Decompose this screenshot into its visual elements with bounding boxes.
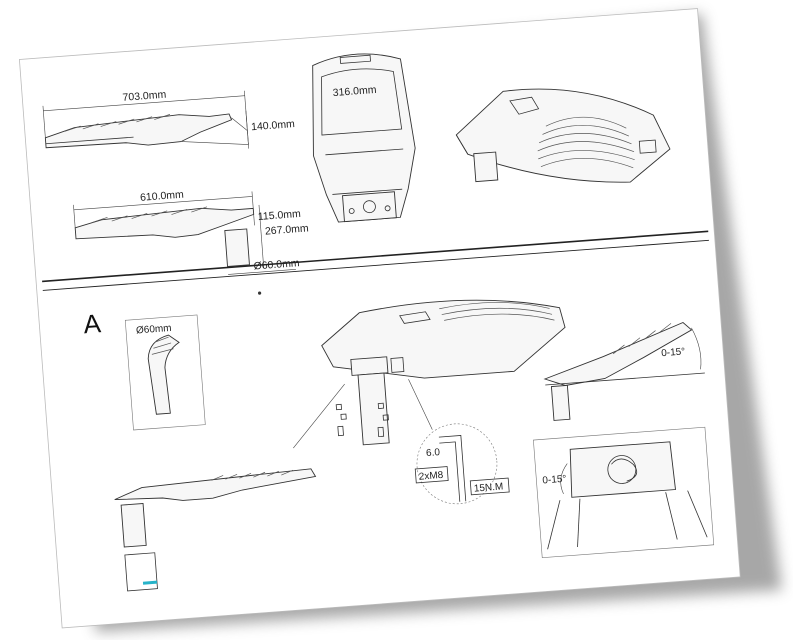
pole-mount-detail: Ø60mm xyxy=(124,314,206,431)
wrench-detail: 6.0 2xM8 15N.M xyxy=(414,423,510,505)
side-view-short: 610.0mm 115.0mm 267.0mm Ø60.0mm xyxy=(73,189,310,275)
long-length-label: 703.0mm xyxy=(122,89,167,104)
divider-line-2 xyxy=(42,239,709,291)
section-label: A xyxy=(82,308,102,339)
accent-marker xyxy=(142,580,158,585)
short-height-label: 115.0mm xyxy=(257,208,301,223)
drawing-sheet: 703.0mm 140.0mm 610.0mm 115.0mm 267.0mm … xyxy=(18,8,741,629)
long-height-label: 140.0mm xyxy=(251,118,296,133)
perspective-view xyxy=(455,88,671,183)
tilt-detail: 0-15° xyxy=(533,426,715,559)
tilt-side-view: 0-15° xyxy=(543,321,705,421)
reference-dot xyxy=(258,291,262,295)
front-view: 316.0mm xyxy=(312,53,416,223)
tilt-detail-label: 0-15° xyxy=(542,474,567,487)
tilt-side-label: 0-15° xyxy=(661,346,686,359)
luminaire-underside xyxy=(293,299,566,449)
side-view-long: 703.0mm 140.0mm xyxy=(42,89,296,149)
torque-label: 15N.M xyxy=(473,481,503,494)
short-total-label: 267.0mm xyxy=(265,222,310,237)
installed-luminaire xyxy=(114,468,317,592)
wrench-size-label: 6.0 xyxy=(426,447,441,459)
short-diameter-label: Ø60.0mm xyxy=(253,257,300,272)
pole-diameter-label: Ø60mm xyxy=(136,323,172,337)
front-width-label: 316.0mm xyxy=(332,84,377,99)
short-length-label: 610.0mm xyxy=(140,189,185,204)
divider-line-1 xyxy=(42,230,709,283)
bolt-spec-label: 2xM8 xyxy=(418,470,444,483)
